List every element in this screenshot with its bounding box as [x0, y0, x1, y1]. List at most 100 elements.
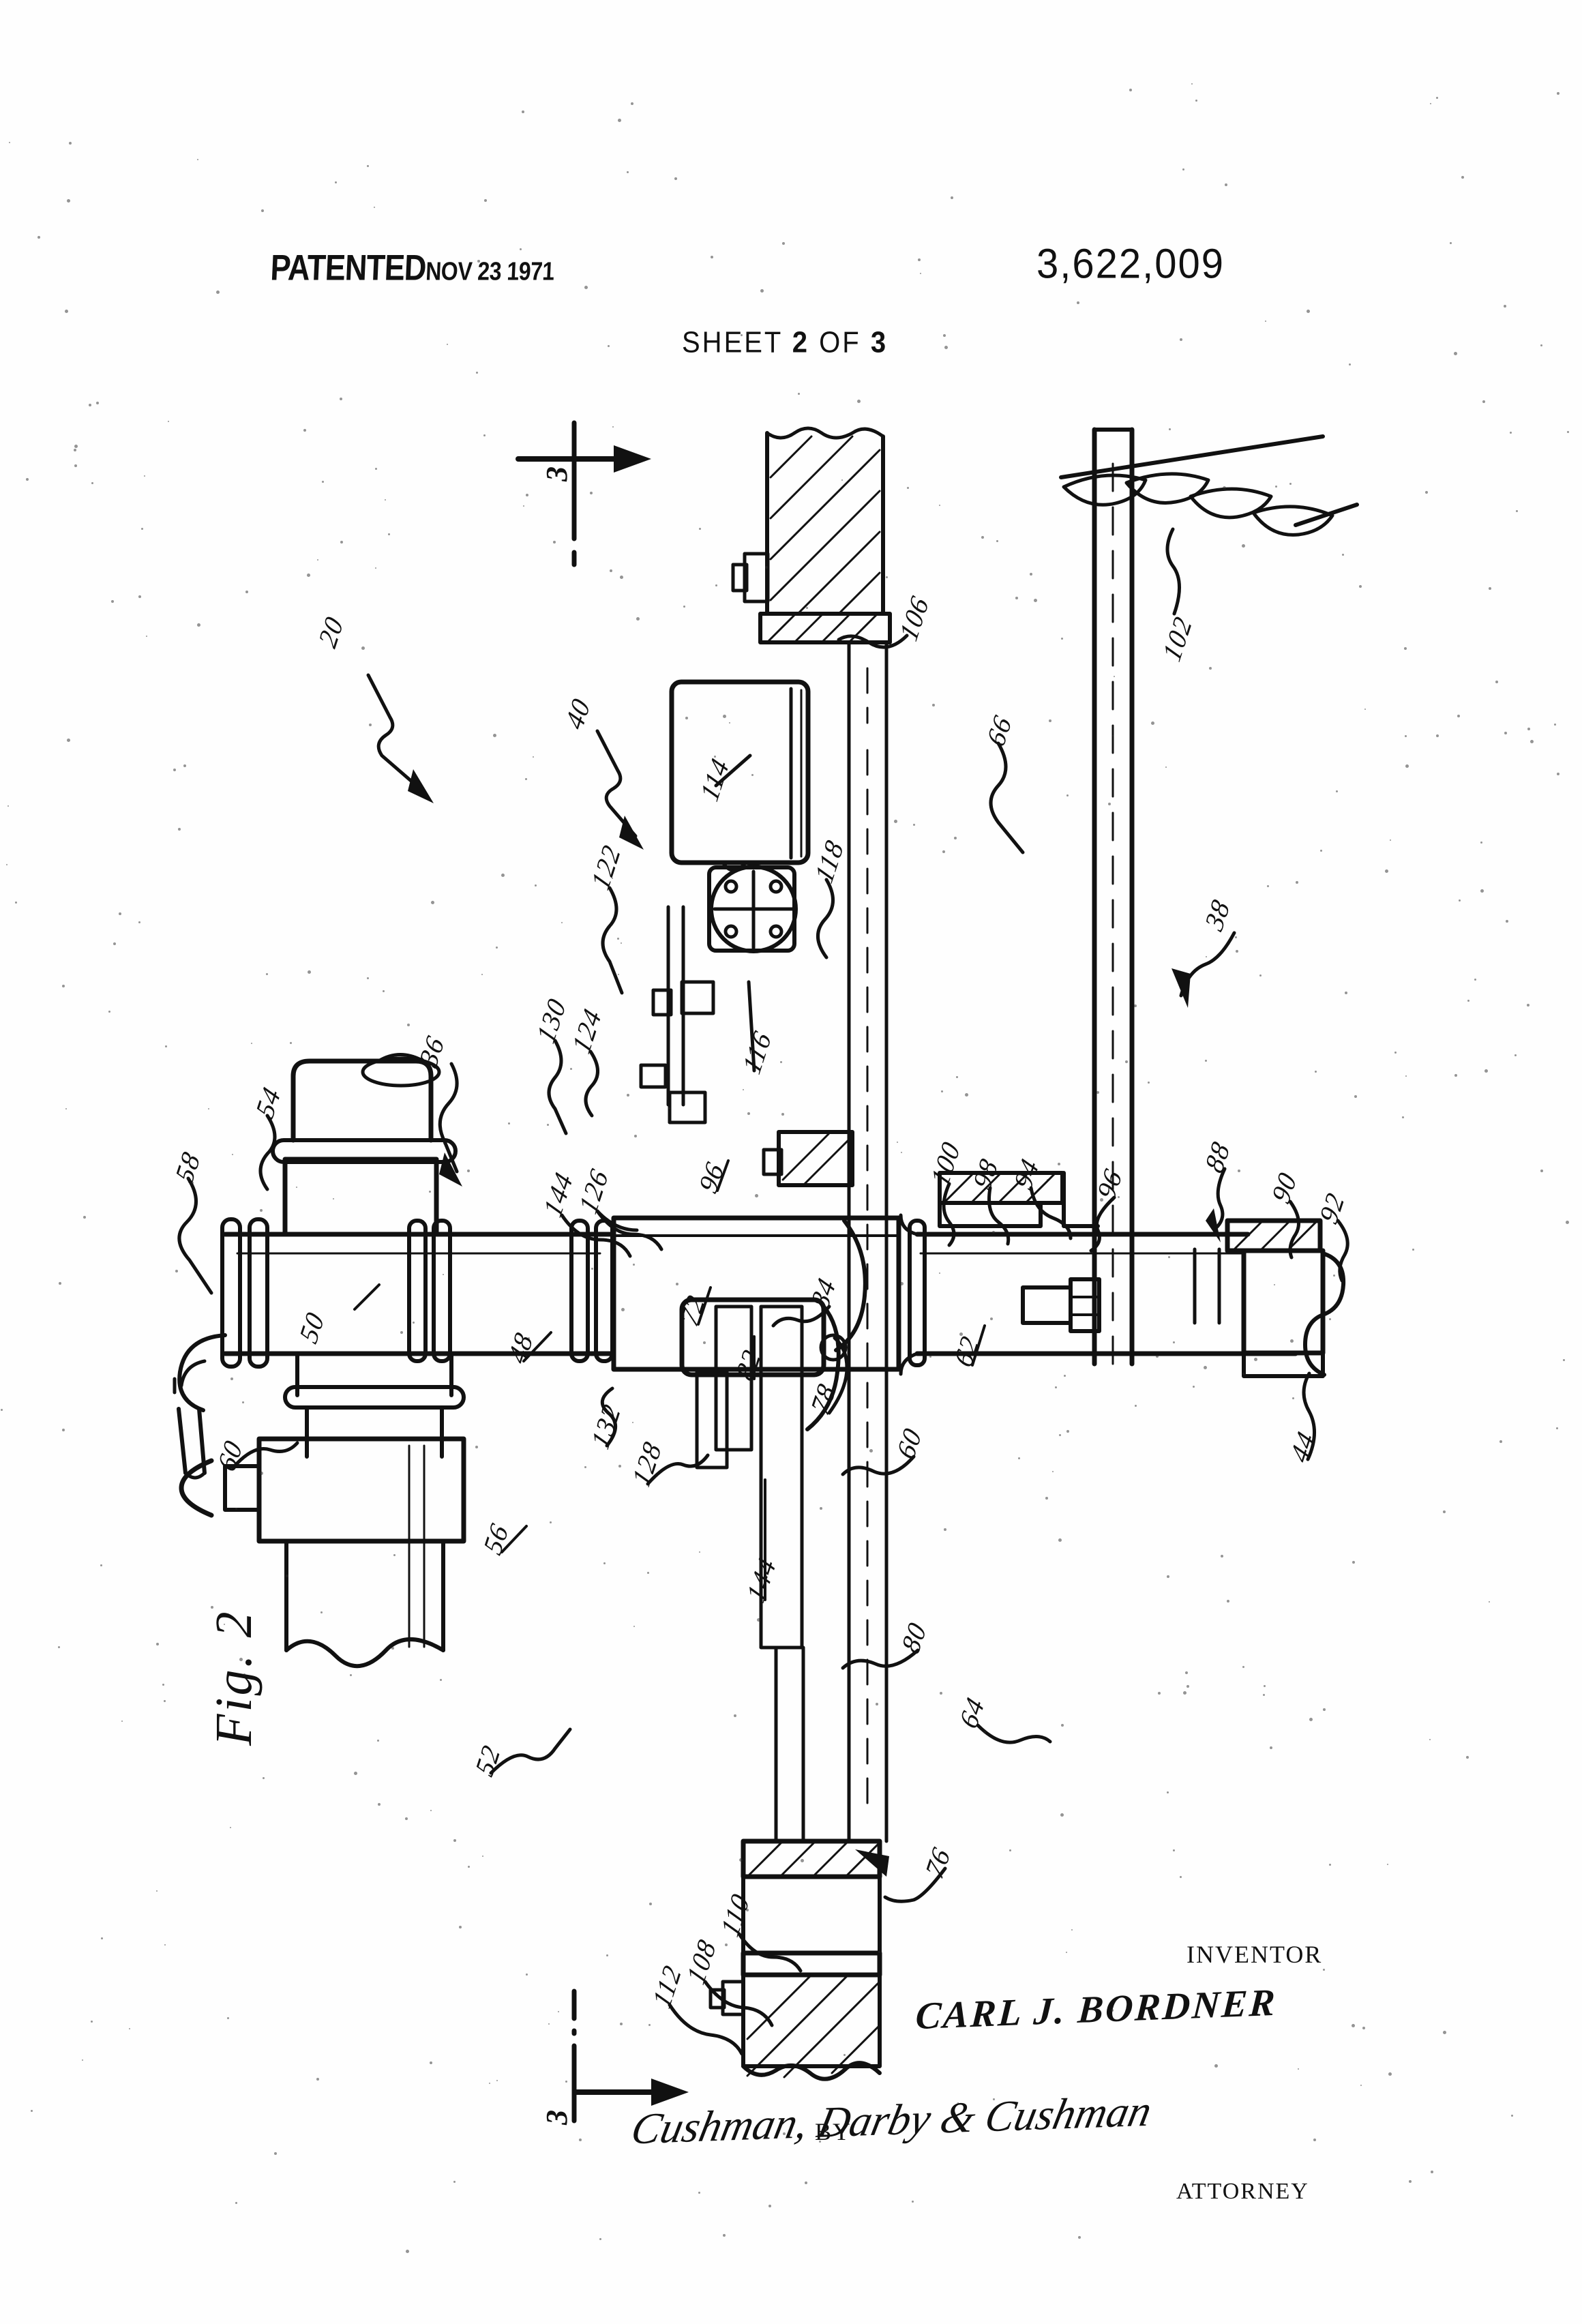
- speck: [1051, 1470, 1054, 1472]
- speck: [216, 290, 220, 294]
- reference-numeral-72: 72: [674, 1290, 711, 1331]
- speck: [944, 1528, 947, 1532]
- speck: [723, 2234, 726, 2237]
- speck: [1125, 1060, 1129, 1064]
- patent-number: 3,622,009: [1036, 241, 1225, 288]
- speck: [1133, 1004, 1137, 1007]
- speck: [729, 722, 731, 724]
- speck: [1465, 1755, 1469, 1759]
- speck: [525, 493, 528, 496]
- speck: [1063, 1375, 1066, 1377]
- speck: [83, 1215, 87, 1219]
- speck: [178, 827, 181, 831]
- hatched-block-106: [765, 426, 885, 616]
- speck: [901, 1152, 903, 1154]
- reference-numeral-52: 52: [469, 1740, 507, 1781]
- reference-numeral-124: 124: [566, 1003, 608, 1058]
- speck: [1442, 1510, 1446, 1513]
- speck: [1555, 1427, 1558, 1430]
- speck: [1403, 647, 1407, 651]
- speck: [367, 165, 370, 168]
- speck: [387, 533, 390, 536]
- patented-date-stamp: PATENTEDNOV 23 1971: [269, 247, 555, 288]
- speck: [316, 2077, 320, 2081]
- speck: [765, 565, 768, 569]
- speck: [1289, 483, 1292, 485]
- speck: [1443, 2031, 1447, 2035]
- speck: [578, 2139, 582, 2142]
- speck: [633, 1626, 636, 1627]
- speck: [1562, 1359, 1565, 1362]
- speck: [1058, 1538, 1062, 1543]
- speck: [1362, 2027, 1365, 2030]
- speck: [1077, 301, 1080, 305]
- speck: [322, 480, 325, 483]
- speck: [521, 110, 524, 113]
- speck: [603, 1562, 606, 1565]
- speck: [259, 1209, 263, 1212]
- speck: [607, 345, 610, 348]
- speck: [1015, 597, 1018, 600]
- speck: [1430, 2170, 1433, 2173]
- reference-numeral-82: 82: [730, 1344, 767, 1386]
- speck: [942, 334, 946, 338]
- speck: [273, 2151, 277, 2155]
- speck: [164, 1699, 166, 1702]
- speck: [374, 468, 377, 471]
- speck: [546, 1123, 549, 1126]
- speck: [1504, 731, 1507, 734]
- speck: [377, 1739, 380, 1742]
- speck: [1096, 1091, 1100, 1094]
- speck: [781, 241, 785, 245]
- speck: [1506, 920, 1509, 923]
- speck: [482, 1856, 484, 1858]
- speck: [175, 1270, 179, 1273]
- speck: [1222, 486, 1226, 490]
- speck: [1482, 400, 1485, 403]
- mount-blocks-126: [668, 980, 715, 1124]
- speck: [626, 170, 629, 173]
- speck: [383, 990, 385, 993]
- speck: [1173, 1849, 1176, 1852]
- speck: [553, 541, 556, 544]
- speck: [1169, 428, 1171, 430]
- speck: [1510, 432, 1512, 434]
- speck: [350, 1673, 353, 1676]
- speck: [1454, 1074, 1458, 1077]
- speck: [940, 1090, 943, 1092]
- speck: [393, 1553, 396, 1556]
- speck: [1289, 1339, 1294, 1343]
- sheet-indicator: SHEET 2 OF 3: [682, 326, 888, 360]
- speck: [591, 1268, 594, 1270]
- speck: [621, 1307, 625, 1311]
- speck: [1313, 2138, 1317, 2141]
- speck: [1298, 2068, 1300, 2070]
- speck: [1110, 2008, 1114, 2012]
- speck: [66, 199, 70, 203]
- speck: [944, 346, 948, 350]
- speck: [535, 884, 537, 887]
- reference-numeral-114: 114: [694, 753, 735, 806]
- speck: [620, 576, 624, 580]
- speck: [1495, 681, 1498, 684]
- speck: [896, 1142, 898, 1144]
- speck: [549, 1521, 552, 1524]
- speck: [476, 372, 479, 374]
- speck: [197, 623, 201, 627]
- speck: [6, 863, 8, 865]
- speck: [373, 206, 375, 208]
- speck: [599, 2238, 602, 2241]
- speck: [61, 1428, 65, 1431]
- speck: [475, 1446, 479, 1449]
- speck: [565, 2080, 567, 2083]
- reference-numeral-84: 84: [805, 1272, 842, 1314]
- speck: [800, 1858, 804, 1862]
- speck: [1474, 978, 1476, 981]
- speck: [1045, 1496, 1049, 1500]
- speck: [1435, 734, 1439, 738]
- speck: [439, 1679, 442, 1682]
- speck: [1540, 344, 1543, 346]
- speck: [989, 1317, 993, 1320]
- speck: [1061, 1723, 1064, 1727]
- speck: [1429, 103, 1431, 105]
